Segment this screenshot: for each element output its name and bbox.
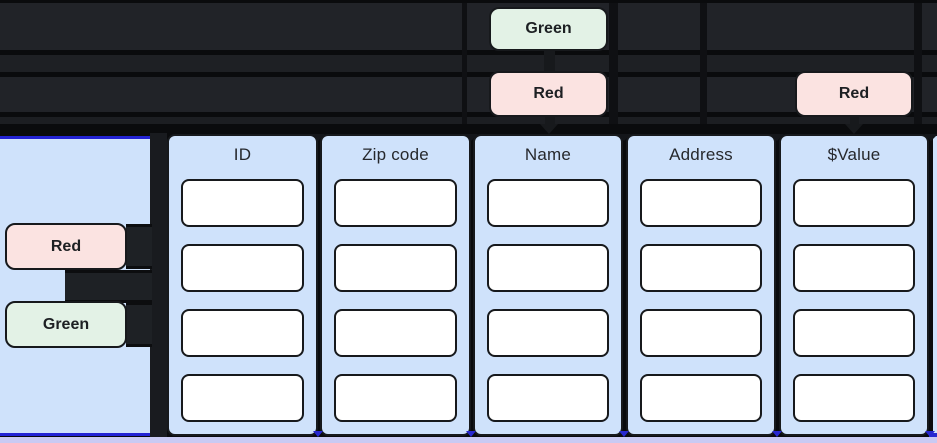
node-label: Green: [525, 20, 572, 37]
node-green-left[interactable]: Green: [5, 301, 127, 348]
band-divider: [462, 3, 467, 124]
cropped-node-strip: [0, 437, 937, 443]
table-cell-box[interactable]: [181, 374, 304, 422]
column-header: $Value: [827, 145, 881, 164]
gap-arrow-down-icon: [464, 134, 478, 141]
table-cell-box[interactable]: [334, 309, 457, 357]
gap-arrow-blue-icon: [772, 431, 782, 437]
arrow-down-icon: [845, 124, 863, 134]
table-cell-box[interactable]: [181, 244, 304, 292]
node-label: Red: [838, 85, 870, 102]
table-cell-box[interactable]: [334, 244, 457, 292]
band-divider: [609, 3, 618, 124]
connector-green-tail: [126, 302, 152, 347]
table-cell-box[interactable]: [793, 179, 915, 227]
table-column-zip-code[interactable]: Zip code: [320, 134, 471, 436]
column-header: Address: [669, 145, 733, 164]
table-cell-box[interactable]: [640, 374, 762, 422]
table-cell-box[interactable]: [181, 179, 304, 227]
table-cell-box[interactable]: [640, 244, 762, 292]
dark-row-band-3[interactable]: [0, 77, 937, 112]
table-column-address[interactable]: Address: [626, 134, 776, 436]
table-column-cropped: [933, 134, 937, 436]
node-red-left[interactable]: Red: [5, 223, 127, 270]
node-label: Red: [533, 85, 564, 102]
connector-stem: [850, 115, 859, 125]
gap-arrow-down-icon: [770, 134, 784, 141]
table-column-name[interactable]: Name: [473, 134, 623, 436]
node-red-right[interactable]: Red: [795, 71, 913, 117]
node-label: Green: [42, 315, 90, 333]
table-cell-box[interactable]: [487, 309, 609, 357]
table-column-id[interactable]: ID: [167, 134, 318, 436]
gap-arrow-down-icon: [617, 134, 631, 141]
dark-row-band-2[interactable]: [0, 55, 937, 72]
gap-arrow-down-icon: [924, 134, 937, 141]
column-header: Zip code: [362, 145, 429, 164]
table-cell-box[interactable]: [334, 374, 457, 422]
table-cell-box[interactable]: [640, 309, 762, 357]
dark-row-band-1[interactable]: [0, 3, 937, 50]
table-cell-box[interactable]: [793, 309, 915, 357]
connector-elbow: [65, 270, 152, 303]
table-cell-box[interactable]: [793, 244, 915, 292]
band-divider: [700, 3, 707, 124]
gap-arrow-blue-icon: [313, 431, 323, 437]
table-cell-box[interactable]: [181, 309, 304, 357]
connector-red-tail: [126, 224, 152, 269]
column-header: Name: [524, 145, 572, 164]
node-green-top[interactable]: Green: [489, 7, 608, 51]
table-cell-box[interactable]: [793, 374, 915, 422]
gap-arrow-down-icon: [311, 134, 325, 141]
table-cell-box[interactable]: [487, 374, 609, 422]
table-cell-box[interactable]: [487, 179, 609, 227]
column-header: ID: [233, 145, 252, 164]
selection-edge-segment: [929, 433, 937, 437]
table-cell-box[interactable]: [487, 244, 609, 292]
gap-arrow-blue-icon: [466, 431, 476, 437]
dark-row-band-4[interactable]: [0, 117, 937, 124]
gap-arrow-blue-icon: [619, 431, 629, 437]
table-column-value[interactable]: $Value: [779, 134, 929, 436]
node-label: Red: [50, 237, 82, 255]
node-red-center[interactable]: Red: [489, 71, 608, 117]
band-divider: [914, 3, 922, 124]
arrow-down-icon: [540, 124, 558, 134]
connector-stem: [545, 115, 555, 125]
connector-green-to-red: [544, 49, 555, 73]
table-cell-box[interactable]: [640, 179, 762, 227]
table-cell-box[interactable]: [334, 179, 457, 227]
vertical-connector-trunk: [150, 133, 167, 437]
